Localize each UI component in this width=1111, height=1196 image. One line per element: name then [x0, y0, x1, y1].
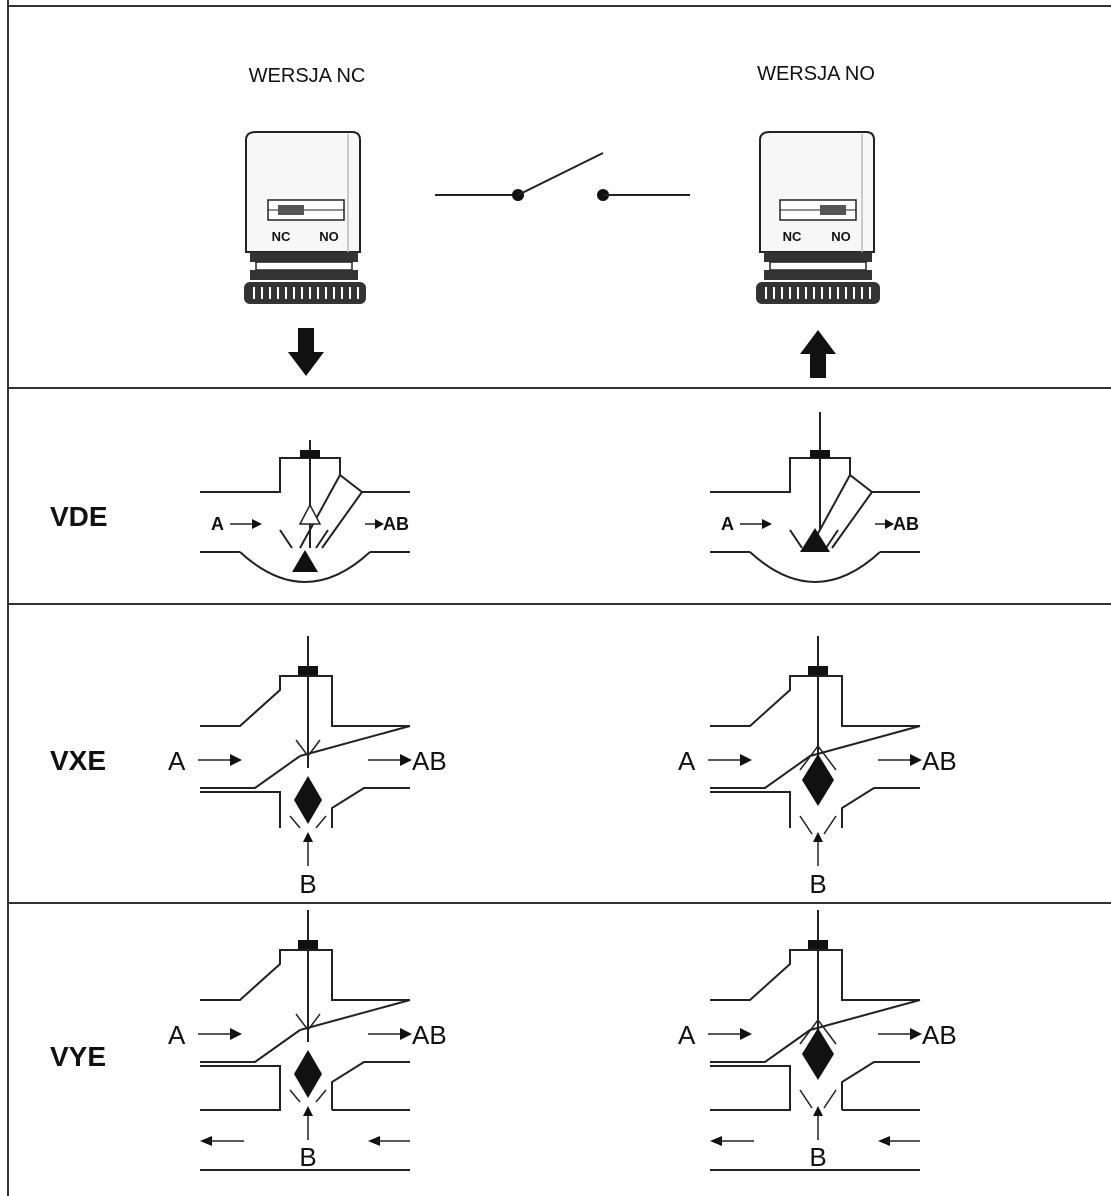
port-b: B: [809, 869, 826, 899]
switch-slider: [820, 205, 846, 215]
switch-icon: [435, 152, 690, 201]
switch-label-no: NO: [831, 229, 851, 244]
right-version-title: WERSJA NO: [757, 63, 875, 85]
valve-vde-nc: A AB: [200, 440, 410, 583]
port-ab: AB: [922, 1020, 957, 1050]
left-version-title: WERSJA NC: [249, 65, 366, 87]
port-ab: AB: [383, 514, 409, 534]
actuator-row: WERSJA NC WERSJA NO NC NO: [244, 63, 880, 378]
port-a: A: [168, 746, 186, 776]
arrow-down-icon: [288, 328, 324, 376]
port-a: A: [678, 1020, 696, 1050]
valve-vye-nc: A AB B: [168, 910, 447, 1172]
valve-vxe-no: A AB B: [678, 636, 957, 899]
port-a: A: [721, 514, 734, 534]
arrow-up-icon: [800, 330, 836, 378]
row-vde: VDE A AB: [50, 412, 920, 583]
switch-slider: [278, 205, 304, 215]
row-vye: VYE A AB B: [50, 910, 957, 1172]
port-ab: AB: [412, 746, 447, 776]
row-label: VXE: [50, 745, 106, 776]
actuator-nc: NC NO: [244, 131, 366, 304]
port-ab: AB: [893, 514, 919, 534]
port-b: B: [299, 1142, 316, 1172]
switch-label-nc: NC: [783, 229, 802, 244]
port-a: A: [678, 746, 696, 776]
port-b: B: [809, 1142, 826, 1172]
row-label: VYE: [50, 1041, 106, 1072]
port-a: A: [168, 1020, 186, 1050]
valve-vye-no: A AB B: [678, 910, 957, 1172]
port-b: B: [299, 869, 316, 899]
switch-label-nc: NC: [272, 229, 291, 244]
valve-vde-no: A AB: [710, 412, 920, 583]
row-vxe: VXE A AB B: [50, 636, 957, 899]
port-a: A: [211, 514, 224, 534]
row-label: VDE: [50, 501, 108, 532]
port-ab: AB: [412, 1020, 447, 1050]
valve-vxe-nc: A AB B: [168, 636, 447, 899]
port-ab: AB: [922, 746, 957, 776]
actuator-no: NC NO: [756, 131, 880, 304]
table-grid: [7, 0, 1111, 1196]
switch-label-no: NO: [319, 229, 339, 244]
